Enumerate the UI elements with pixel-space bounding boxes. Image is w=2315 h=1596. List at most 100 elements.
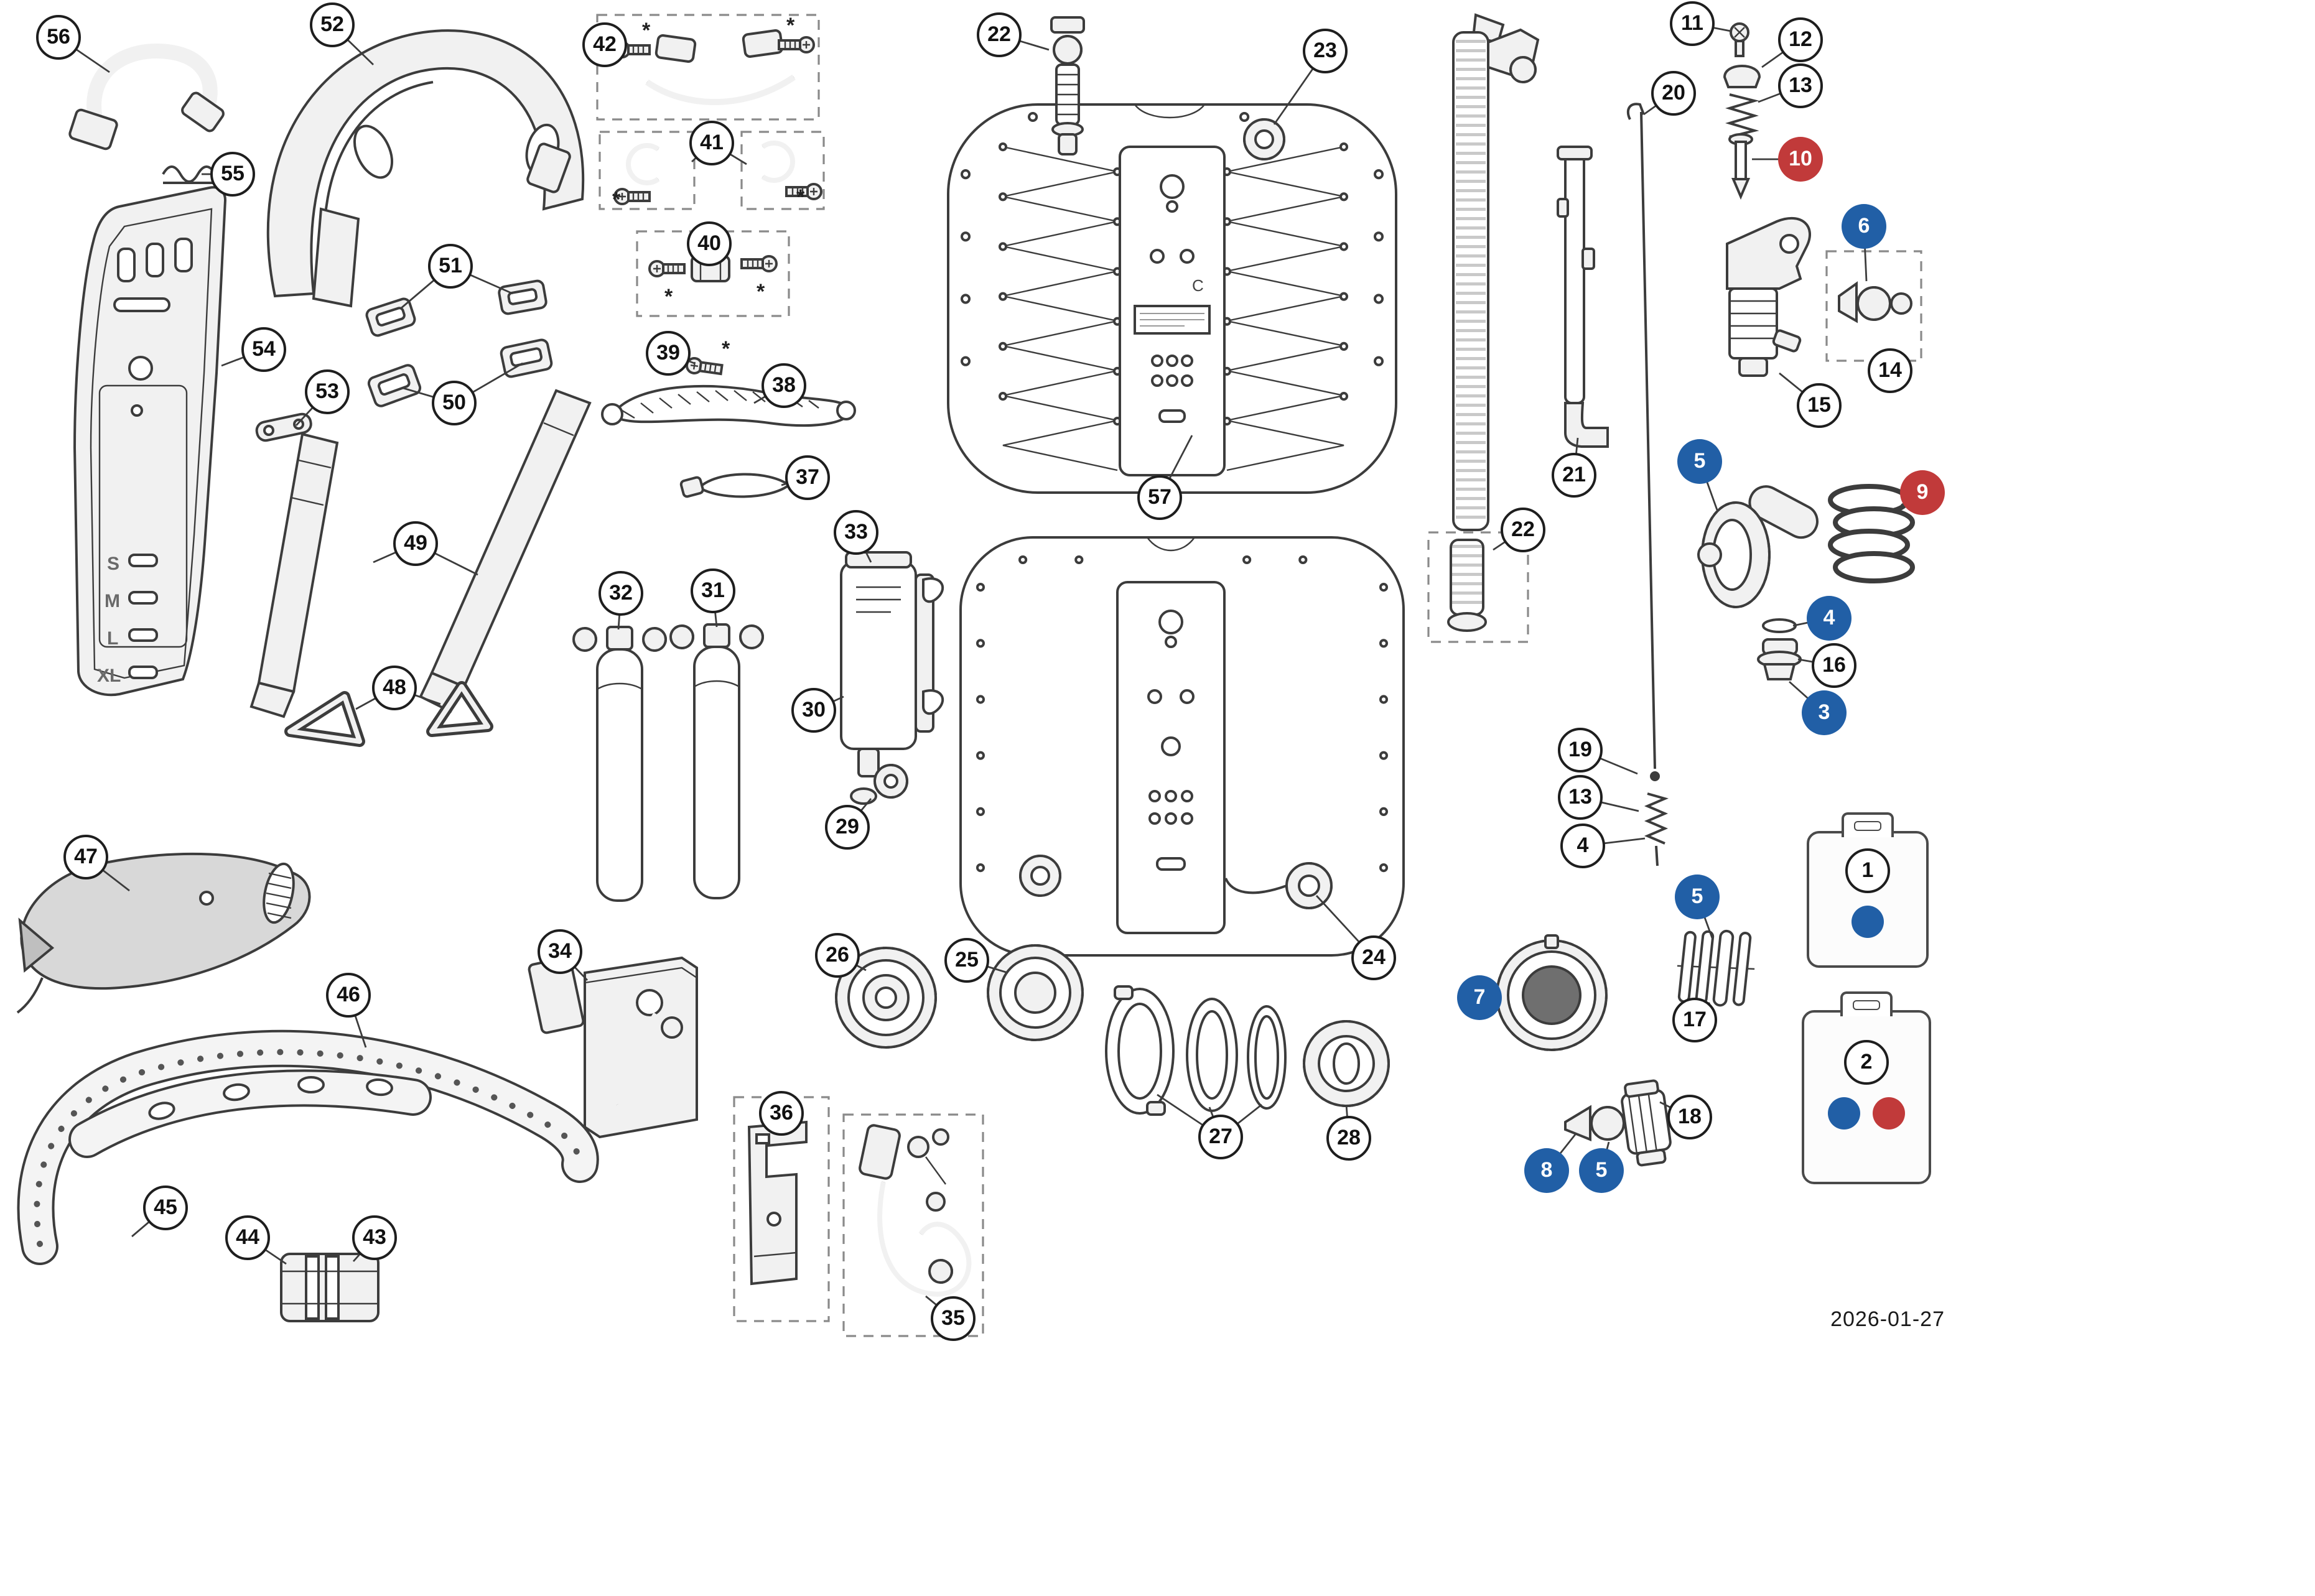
callout-48: 48 (372, 666, 417, 710)
callout-17: 17 (1672, 998, 1717, 1042)
part-33-30-29-canister (840, 551, 944, 805)
callout-33: 33 (834, 510, 878, 555)
callout-32: 32 (599, 571, 643, 616)
callout-57: 57 (1137, 475, 1182, 520)
callout-47: 47 (63, 835, 108, 879)
part-7-dial-valve (1496, 934, 1608, 1051)
callout-41: 41 (689, 121, 734, 165)
diagram-date: 2026-01-27 (1830, 1307, 1945, 1331)
hardware-asterisk: * (642, 19, 651, 42)
callout-13: 13 (1558, 775, 1603, 820)
callout-55: 55 (210, 152, 255, 197)
callout-25: 25 (944, 938, 989, 983)
size-label-xl: XL (97, 666, 121, 686)
part-15-14-6-elbow (1726, 217, 1922, 377)
part-11-12-13-10-valve-internals (1723, 22, 1761, 200)
callout-6: 6 (1842, 204, 1886, 249)
blue-oring-dot (1828, 1097, 1860, 1130)
callout-42: 42 (582, 22, 627, 67)
callout-9: 9 (1900, 470, 1945, 515)
callout-30: 30 (791, 688, 836, 733)
callout-4: 4 (1807, 596, 1852, 641)
part-51-50-buckles (365, 279, 553, 407)
part-52-shoulder-harness (266, 29, 585, 308)
part-lower-wing (959, 536, 1405, 957)
package-1-dots (1852, 906, 1884, 938)
callout-35: 35 (931, 1296, 976, 1341)
callout-26: 26 (815, 933, 860, 978)
callout-53: 53 (305, 369, 350, 414)
callout-15: 15 (1797, 383, 1842, 428)
part-36-bracket (733, 1096, 830, 1322)
callout-8: 8 (1524, 1148, 1569, 1193)
callout-51: 51 (428, 244, 473, 289)
callout-43: 43 (352, 1215, 397, 1260)
callout-37: 37 (785, 455, 830, 500)
part-57-upper-wing: C (947, 103, 1397, 494)
callout-49: 49 (393, 521, 438, 566)
part-17-5-disc-stack (1677, 929, 1755, 1007)
callout-52: 52 (310, 2, 355, 47)
callout-40: 40 (687, 221, 732, 266)
part-47-pad (16, 852, 311, 1014)
callout-22: 22 (977, 12, 1022, 57)
hardware-asterisk: * (786, 14, 795, 37)
part-23-knob (1243, 118, 1285, 160)
part-42-hardware-kit: * * (596, 14, 820, 121)
callout-36: 36 (759, 1091, 804, 1136)
part-46-45-perforated-strap (17, 1029, 599, 1265)
part-4-16-3-fitting (1757, 618, 1802, 680)
callout-5: 5 (1579, 1148, 1624, 1193)
callout-38: 38 (762, 363, 806, 408)
part-53-bracket (255, 412, 312, 442)
callout-56: 56 (36, 15, 81, 60)
callout-50: 50 (432, 381, 477, 425)
package-hang-tab (1842, 812, 1894, 837)
part-37-bungee-loop (679, 473, 791, 498)
hardware-asterisk: * (757, 280, 765, 304)
size-label-l: L (107, 628, 118, 649)
hang-slot (1853, 1000, 1880, 1010)
callout-11: 11 (1670, 1, 1715, 46)
part-55-clip (162, 165, 217, 184)
part-26-25-valve-knobs (835, 944, 1084, 1049)
callout-5: 5 (1677, 439, 1722, 484)
part-34-canister (528, 956, 698, 1139)
hardware-asterisk: * (664, 285, 673, 309)
callout-24: 24 (1351, 935, 1396, 980)
package-hang-tab (1840, 991, 1893, 1016)
callout-31: 31 (691, 568, 735, 613)
callout-12: 12 (1778, 17, 1823, 62)
callout-22: 22 (1501, 508, 1545, 552)
part-44-43-buckle (280, 1253, 380, 1322)
package-number-2: 2 (1844, 1040, 1889, 1085)
package-number-1: 1 (1845, 848, 1890, 893)
callout-46: 46 (326, 973, 371, 1018)
callout-39: 39 (646, 331, 691, 376)
callout-13: 13 (1778, 63, 1823, 108)
callout-21: 21 (1552, 453, 1596, 498)
part-54-backplate: S M L XL (73, 186, 227, 697)
callout-7: 7 (1457, 975, 1502, 1020)
callout-3: 3 (1802, 690, 1847, 735)
callout-23: 23 (1303, 29, 1348, 73)
callout-44: 44 (225, 1215, 270, 1260)
package-2-dots (1828, 1097, 1905, 1130)
hardware-asterisk: * (612, 188, 621, 211)
part-56-strap (68, 44, 225, 151)
part-21-mounting-bar (1557, 146, 1609, 448)
part-27-28-valve-stack (1105, 985, 1390, 1116)
spare-kit-package-1: 1 (1807, 812, 1929, 968)
callout-16: 16 (1812, 643, 1856, 688)
red-oring-dot (1873, 1097, 1905, 1130)
callout-34: 34 (538, 929, 582, 974)
wing-marking-c: C (1192, 276, 1204, 295)
callout-54: 54 (241, 327, 286, 372)
spare-kit-package-2: 2 (1802, 991, 1931, 1184)
callout-45: 45 (143, 1185, 188, 1230)
size-label-s: S (107, 554, 119, 574)
